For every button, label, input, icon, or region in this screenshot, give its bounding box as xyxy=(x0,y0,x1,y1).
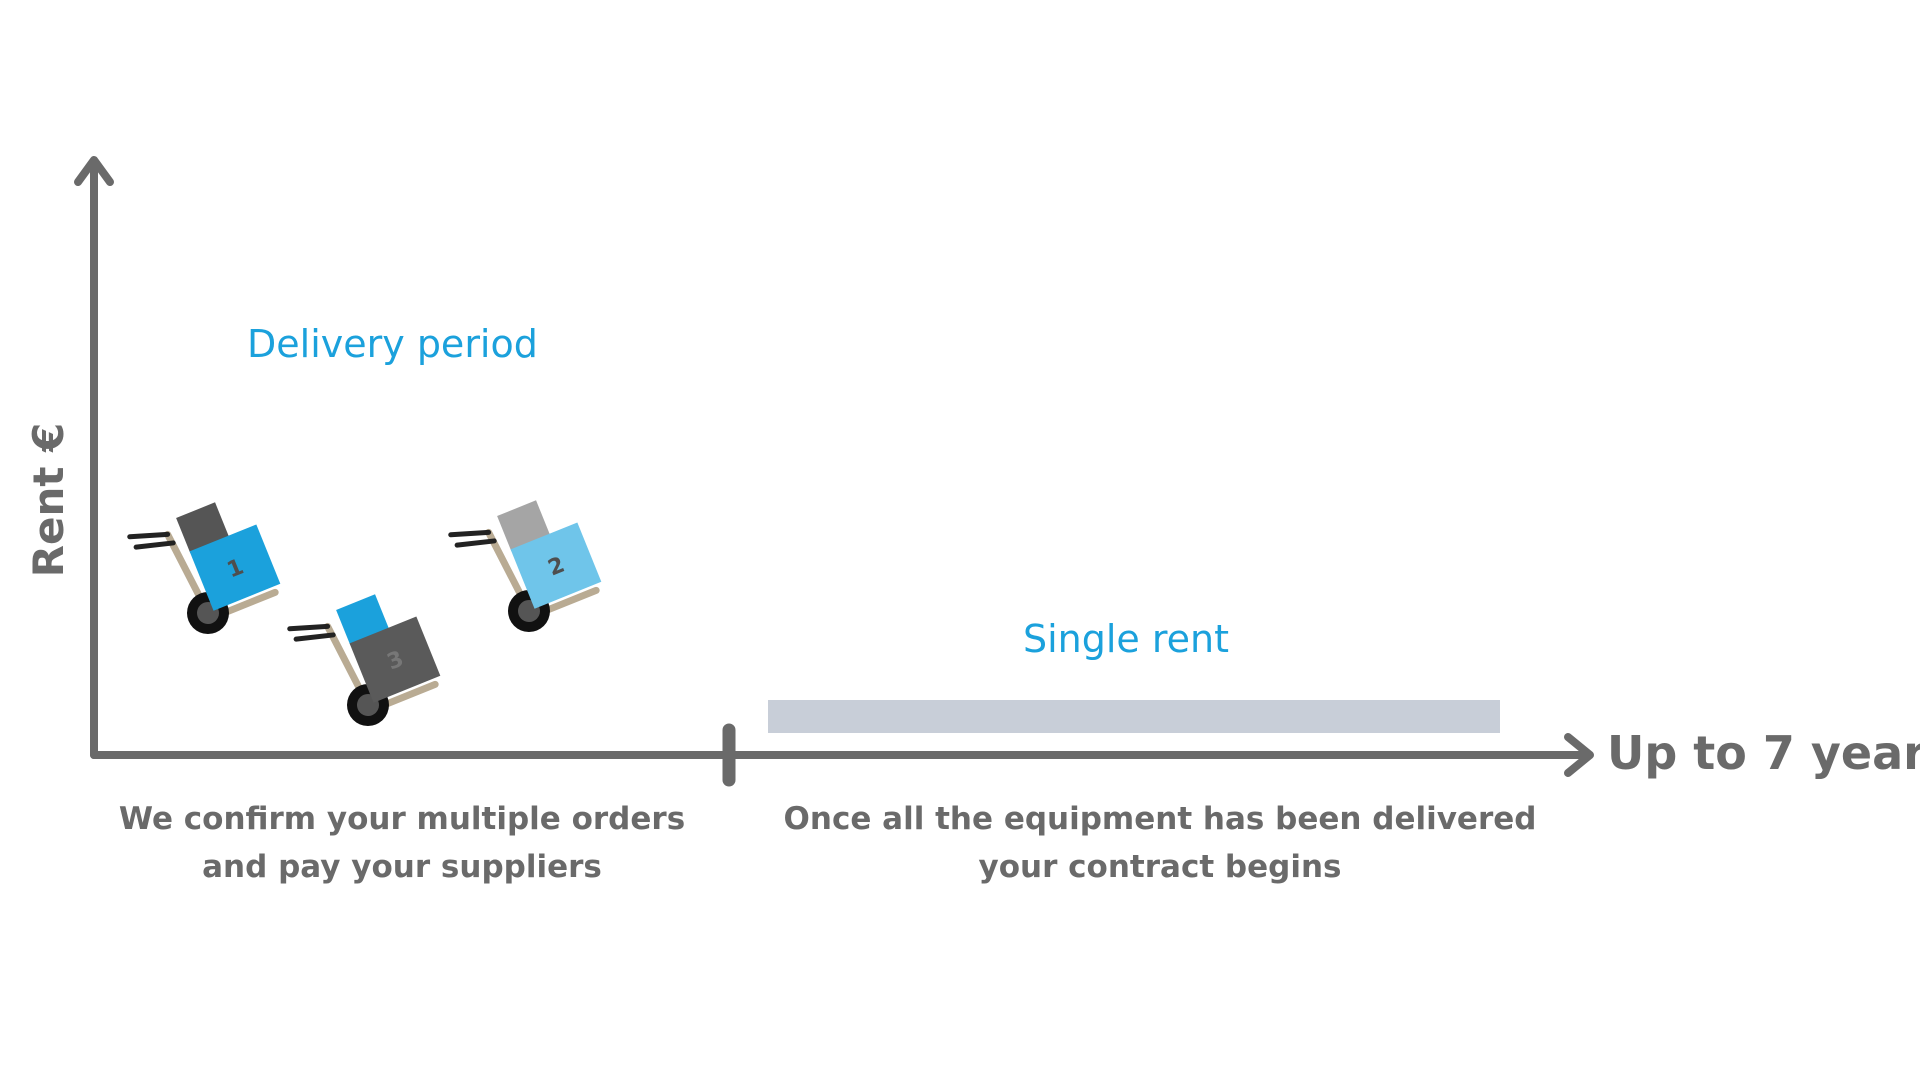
left-caption-line-1: We confirm your multiple orders xyxy=(119,801,685,837)
box-front-3 xyxy=(349,616,441,703)
hand-trolley-2: 2 xyxy=(448,500,602,632)
y-axis xyxy=(74,156,114,759)
right-caption-line-1: Once all the equipment has been delivere… xyxy=(784,801,1537,837)
left-caption-line-2: and pay your suppliers xyxy=(202,849,602,885)
x-axis-label: Up to 7 years xyxy=(1607,726,1920,780)
box-front-2 xyxy=(510,522,602,609)
box-front-1 xyxy=(189,524,281,611)
delivery-period-label: Delivery period xyxy=(247,322,538,366)
box-back-1 xyxy=(176,502,230,554)
hand-trolley-1: 1 xyxy=(127,502,281,634)
hand-trolley-3: 3 xyxy=(287,594,441,726)
single-rent-bar xyxy=(768,700,1500,733)
x-axis xyxy=(90,723,1594,787)
y-axis-label: Rent € xyxy=(24,423,73,578)
box-back-2 xyxy=(497,500,551,552)
hand-truck-icon xyxy=(127,530,279,634)
x-axis-arrowhead xyxy=(1564,733,1594,777)
y-axis-arrowhead xyxy=(74,156,114,186)
right-caption-line-2: your contract begins xyxy=(979,849,1342,885)
box-back-3 xyxy=(336,594,390,646)
single-rent-label: Single rent xyxy=(1023,617,1229,661)
